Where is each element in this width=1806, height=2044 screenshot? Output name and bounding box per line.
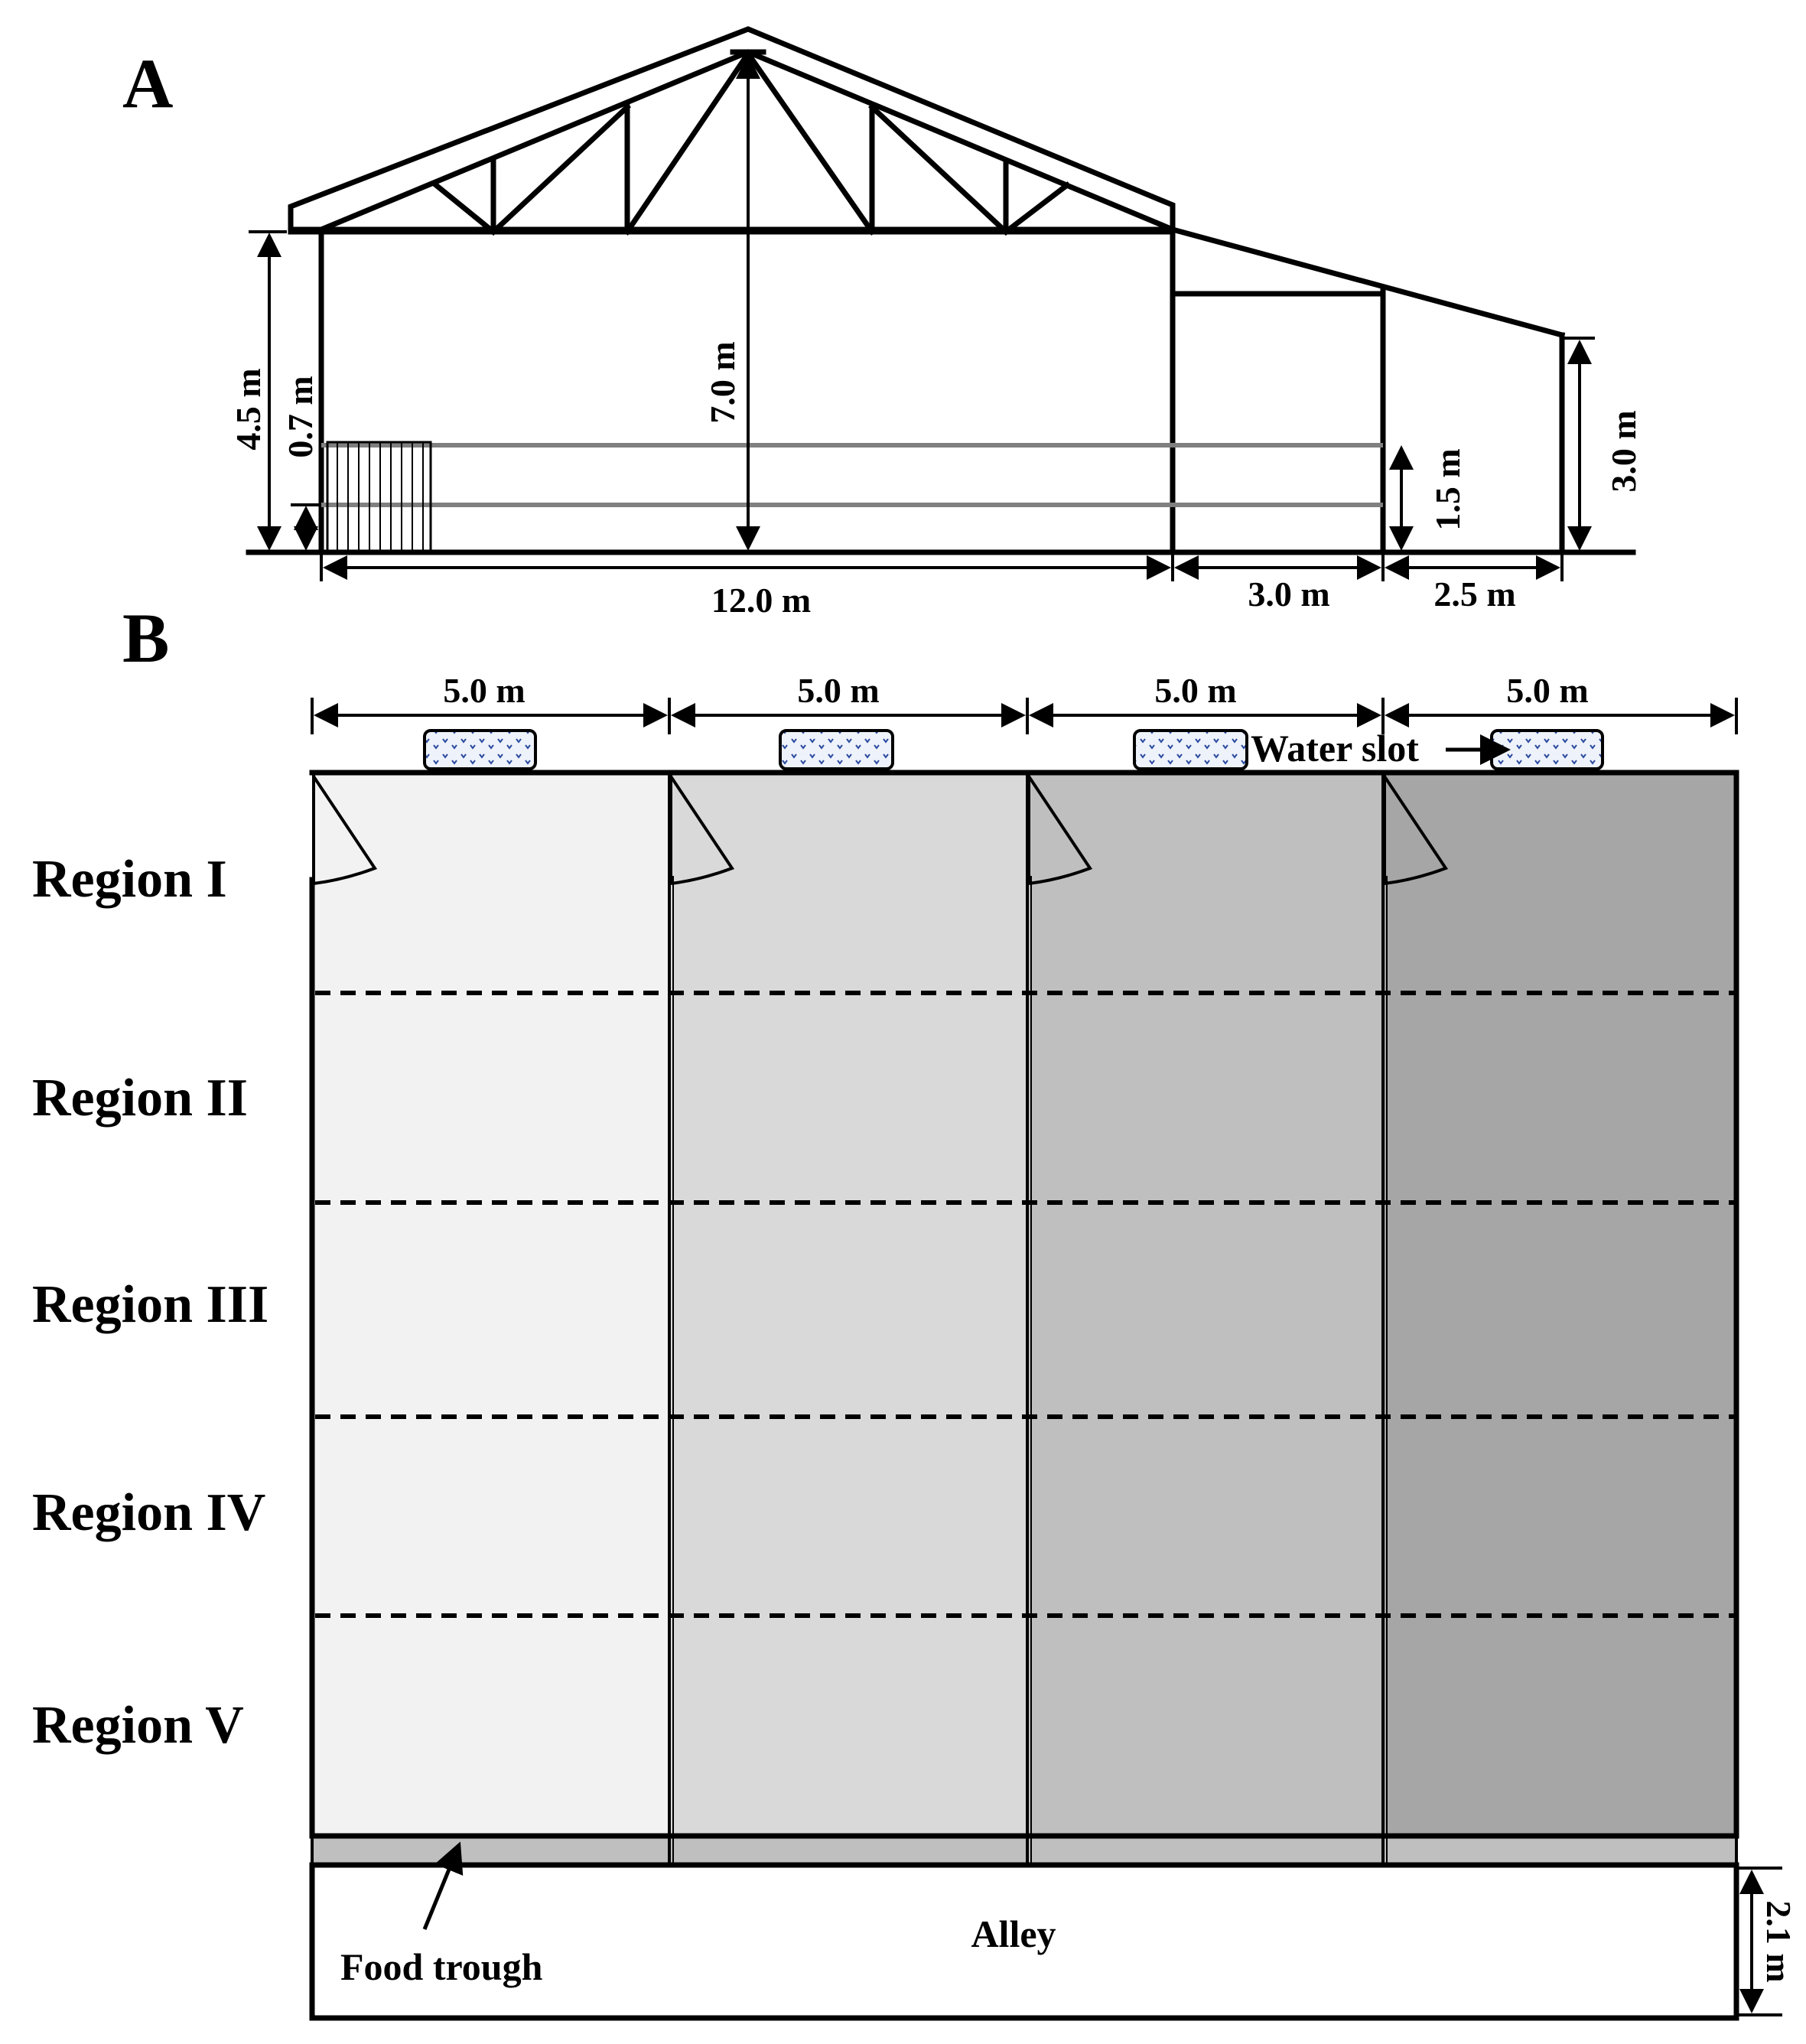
pen-1 [312, 773, 669, 1836]
pens [312, 773, 1736, 1836]
food-trough [311, 1834, 1738, 1867]
pen-3 [1027, 773, 1383, 1836]
cross-section-structure [246, 26, 1636, 555]
water-slots [423, 729, 1604, 770]
roof-truss [432, 49, 1071, 236]
alley-width-label: 2.1 m [1759, 1900, 1798, 1982]
alley-label: Alley [971, 1912, 1056, 1955]
region-label-4: Region IV [32, 1483, 265, 1542]
region-label-1: Region I [32, 850, 227, 909]
pen-width-dimensions: 5.0 m 5.0 m 5.0 m 5.0 m [311, 671, 1738, 734]
water-slot [423, 729, 537, 770]
door [669, 774, 735, 885]
hatched-fence [326, 441, 432, 554]
region-label-3: Region III [32, 1275, 268, 1334]
water-slot [1133, 729, 1248, 770]
dim-width-right: 2.5 m [1433, 574, 1515, 614]
dim-low-height: 0.7 m [281, 376, 320, 457]
food-trough-arrow [422, 1841, 464, 1930]
dim-inner-height: 1.5 m [1428, 448, 1467, 530]
region-label-2: Region II [32, 1069, 248, 1128]
region-boundaries [315, 991, 1735, 1618]
dim-width-mid: 3.0 m [1248, 574, 1329, 614]
pen-doors [312, 774, 1449, 885]
pen-width-3: 5.0 m [1154, 671, 1236, 710]
food-trough-label: Food trough [340, 1945, 543, 1988]
door [1383, 774, 1449, 885]
pen-width-1: 5.0 m [443, 671, 525, 710]
panel-b-label: B [122, 599, 169, 677]
water-slot [779, 729, 894, 770]
alley [309, 1862, 1739, 2021]
pen-2 [669, 773, 1027, 1836]
panel-a-dimensions: 4.5 m 0.7 m 7.0 m 1.5 m 3.0 m 12.0 m 3.0… [229, 54, 1643, 620]
water-slot-label: Water slot [1251, 727, 1419, 770]
dim-ridge-height: 7.0 m [703, 341, 742, 423]
pen-4 [1383, 773, 1736, 1836]
door [312, 774, 378, 885]
region-label-5: Region V [32, 1696, 244, 1755]
pen-dividers [668, 773, 1388, 1865]
dim-wall-height: 4.5 m [229, 368, 268, 450]
pen-width-2: 5.0 m [797, 671, 879, 710]
dim-outer-height: 3.0 m [1604, 410, 1643, 492]
door [1027, 774, 1093, 885]
dim-width-main: 12.0 m [711, 581, 811, 620]
water-slot [1490, 729, 1604, 770]
panel-a-label: A [122, 44, 173, 122]
lean-to-roof [1169, 226, 1566, 339]
pen-width-4: 5.0 m [1506, 671, 1588, 710]
